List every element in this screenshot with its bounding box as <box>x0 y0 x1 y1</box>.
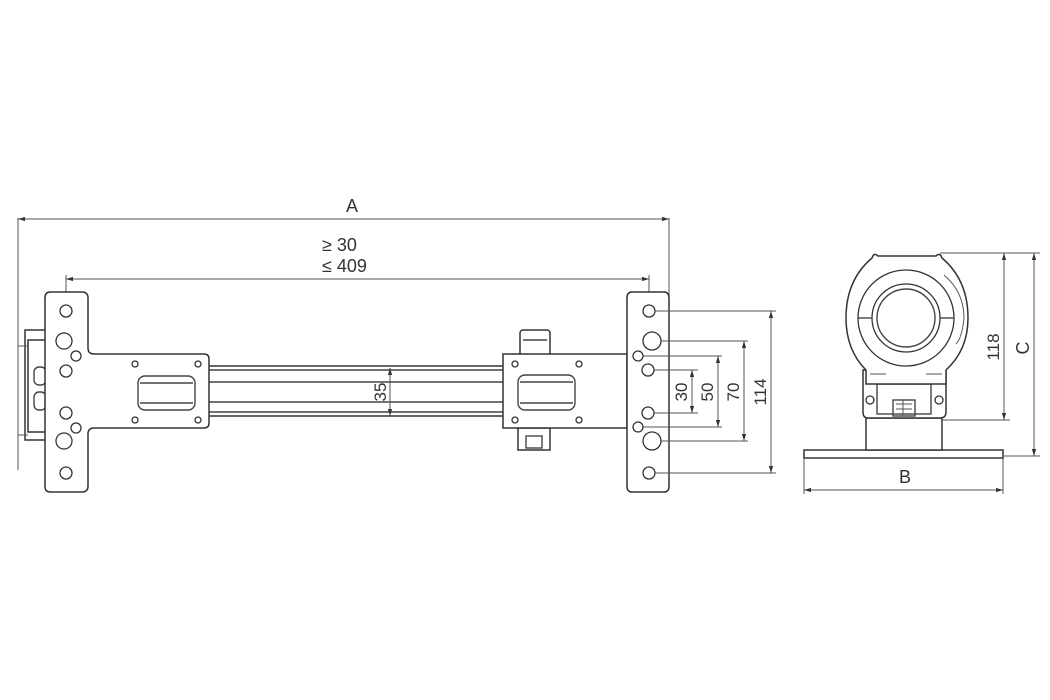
hole-dimensions: 30 50 70 114 <box>643 310 776 474</box>
rail: 35 <box>204 365 511 417</box>
dimension-b-label: B <box>899 467 911 487</box>
left-clip <box>18 329 48 441</box>
dim-114-label: 114 <box>751 378 770 405</box>
dimension-hole-spacing: ≥ 30 ≤ 409 <box>65 235 650 308</box>
front-view: A ≥ 30 ≤ 409 35 <box>17 196 776 493</box>
rail-height-label: 35 <box>371 383 390 402</box>
side-view: 118 C B <box>803 252 1040 494</box>
dim-118-label: 118 <box>984 333 1003 360</box>
base-plate <box>803 449 1004 459</box>
dimension-c-label: C <box>1013 342 1033 355</box>
dimension-a-label: A <box>346 196 358 216</box>
dim-50-label: 50 <box>698 383 717 402</box>
dim-70-label: 70 <box>724 383 743 402</box>
right-slider <box>502 329 628 451</box>
right-mounting-plate <box>626 291 670 493</box>
hole-spacing-max-label: ≤ 409 <box>322 256 367 276</box>
dim-30-label: 30 <box>672 383 691 402</box>
hole-spacing-min-label: ≥ 30 <box>322 235 357 255</box>
left-mounting-plate <box>44 291 210 493</box>
dimension-a: A <box>17 196 670 470</box>
